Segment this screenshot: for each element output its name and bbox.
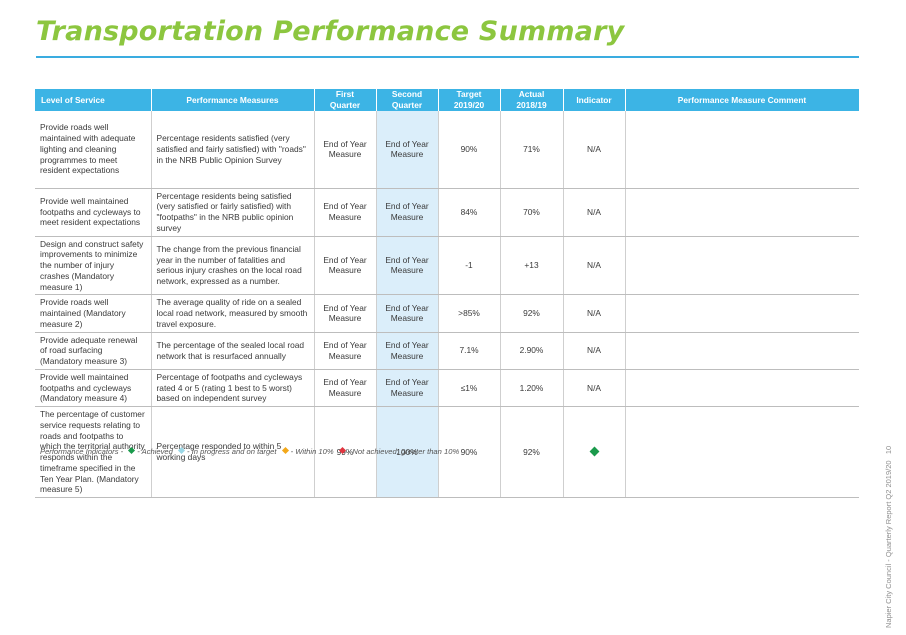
service-cell: Provide roads well maintained with adequ… — [35, 111, 152, 189]
not-achieved-diamond-icon — [338, 446, 346, 455]
measure-cell: The average quality of ride on a sealed … — [151, 294, 315, 333]
table-row: Provide adequate renewal of road surfaci… — [35, 332, 859, 370]
header-target-line2: 2019/20 — [453, 100, 485, 110]
first-quarter-cell: End of Year Measure — [314, 236, 377, 296]
within-10-diamond-icon — [281, 446, 289, 455]
header-first-quarter-line1: First — [335, 89, 355, 100]
actual-cell: 92% — [500, 406, 564, 498]
first-quarter-cell: End of Year Measure — [314, 111, 377, 189]
performance-table: Level of Service Performance Measures Fi… — [35, 89, 860, 498]
measure-cell: The change from the previous financial y… — [151, 236, 315, 296]
comment-cell — [625, 369, 859, 408]
page-number: 10 — [884, 445, 893, 455]
header-comment: Performance Measure Comment — [625, 89, 860, 111]
legend-in-progress-label: - In progress and on target — [187, 447, 277, 456]
legend-not-achieved-label: - Not achieved, greater than 10% — [347, 447, 460, 456]
indicator-cell: N/A — [563, 294, 626, 333]
indicator-cell: N/A — [563, 332, 626, 370]
service-cell: Provide roads well maintained (Mandatory… — [35, 294, 152, 333]
table-row: Provide roads well maintained with adequ… — [35, 111, 859, 189]
report-footer: Napier City Council - Quarterly Report Q… — [884, 446, 893, 628]
target-cell: 7.1% — [438, 332, 501, 370]
legend-prefix: Performance Indicators - — [40, 447, 124, 456]
achieved-diamond-icon — [589, 446, 599, 457]
measure-cell: Percentage of footpaths and cycleways ra… — [151, 369, 315, 408]
first-quarter-cell: End of Year Measure — [314, 369, 377, 408]
target-cell: ≤1% — [438, 369, 501, 408]
target-cell: 90% — [438, 406, 501, 498]
service-cell: Provide adequate renewal of road surfaci… — [35, 332, 152, 370]
indicator-cell: N/A — [563, 236, 626, 296]
indicator-cell: N/A — [563, 111, 626, 189]
comment-cell — [625, 406, 859, 498]
in-progress-diamond-icon — [177, 446, 186, 455]
table-row: Provide well maintained footpaths and cy… — [35, 369, 859, 408]
first-quarter-cell: End of Year Measure — [314, 332, 377, 370]
indicator-cell: N/A — [563, 369, 626, 408]
report-footer-text: Napier City Council - Quarterly Report Q… — [884, 460, 893, 628]
target-cell: 84% — [438, 188, 501, 237]
second-quarter-cell: End of Year Measure — [376, 236, 439, 296]
header-performance-measures: Performance Measures — [151, 89, 315, 111]
actual-cell: 92% — [500, 294, 564, 333]
header-actual-line1: Actual — [518, 89, 545, 100]
first-quarter-cell: End of Year Measure — [314, 294, 377, 333]
second-quarter-cell: 100% — [376, 406, 439, 498]
second-quarter-cell: End of Year Measure — [376, 369, 439, 408]
actual-cell: 1.20% — [500, 369, 564, 408]
header-indicator: Indicator — [563, 89, 626, 111]
target-cell: >85% — [438, 294, 501, 333]
service-cell: Provide well maintained footpaths and cy… — [35, 369, 152, 408]
header-first-quarter-line2: Quarter — [329, 100, 361, 110]
table-row: Provide well maintained footpaths and cy… — [35, 188, 859, 237]
indicator-cell: N/A — [563, 188, 626, 237]
performance-indicator-legend: Performance Indicators - - Achieved - In… — [40, 446, 460, 456]
page-title: Transportation Performance Summary — [36, 16, 625, 47]
comment-cell — [625, 294, 859, 333]
table-row: Design and construct safety improvements… — [35, 236, 859, 296]
title-underline — [36, 56, 859, 58]
table-row: Provide roads well maintained (Mandatory… — [35, 294, 859, 333]
second-quarter-cell: End of Year Measure — [376, 294, 439, 333]
measure-cell: Percentage residents satisfied (very sat… — [151, 111, 315, 189]
comment-cell — [625, 332, 859, 370]
header-target-line1: Target — [456, 89, 482, 100]
actual-cell: 70% — [500, 188, 564, 237]
header-second-quarter-line1: Second — [391, 89, 423, 100]
indicator-cell — [563, 406, 626, 498]
table-row: The percentage of customer service reque… — [35, 406, 859, 498]
comment-cell — [625, 188, 859, 237]
header-actual-line2: 2018/19 — [516, 100, 547, 110]
first-quarter-cell: 99% — [314, 406, 377, 498]
actual-cell: 2.90% — [500, 332, 564, 370]
first-quarter-cell: End of Year Measure — [314, 188, 377, 237]
service-cell: Provide well maintained footpaths and cy… — [35, 188, 152, 237]
header-level-of-service: Level of Service — [35, 89, 152, 111]
second-quarter-cell: End of Year Measure — [376, 188, 439, 237]
achieved-diamond-icon — [128, 446, 136, 455]
target-cell: -1 — [438, 236, 501, 296]
second-quarter-cell: End of Year Measure — [376, 332, 439, 370]
legend-within-10-label: - Within 10% — [290, 447, 334, 456]
measure-cell: Percentage residents being satisfied (ve… — [151, 188, 315, 237]
header-second-quarter-line2: Quarter — [391, 100, 423, 110]
second-quarter-cell: End of Year Measure — [376, 111, 439, 189]
comment-cell — [625, 236, 859, 296]
actual-cell: 71% — [500, 111, 564, 189]
comment-cell — [625, 111, 859, 189]
legend-achieved-label: - Achieved — [137, 447, 173, 456]
table-header-row: Level of Service Performance Measures Fi… — [35, 89, 860, 111]
target-cell: 90% — [438, 111, 501, 189]
measure-cell: The percentage of the sealed local road … — [151, 332, 315, 370]
service-cell: Design and construct safety improvements… — [35, 236, 152, 296]
actual-cell: +13 — [500, 236, 564, 296]
